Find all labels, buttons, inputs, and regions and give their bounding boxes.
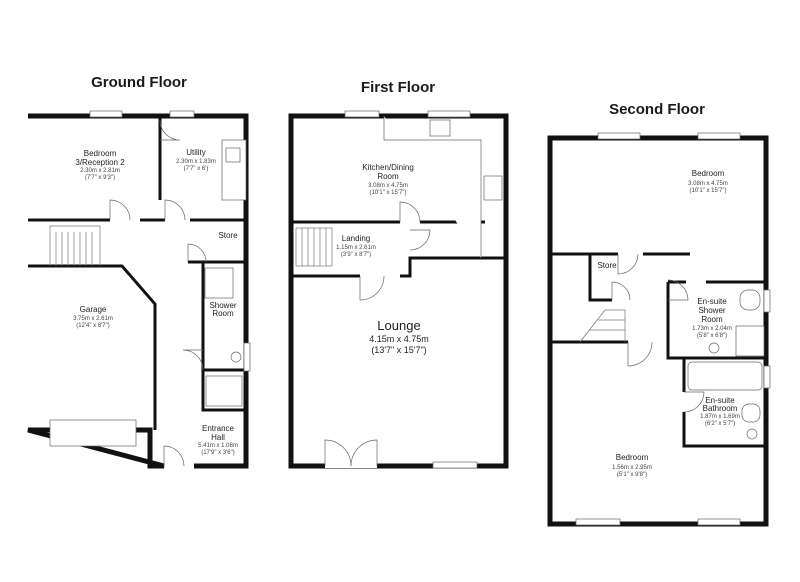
second-floor-outer-wall: [547, 135, 769, 527]
room-dimensions: 2.30m x 1.83m: [176, 159, 216, 165]
room-dimensions: 1.15m x 2.61m: [336, 245, 376, 251]
basin-icon: [746, 428, 758, 440]
first-floor: First Floor: [288, 79, 509, 469]
basin-icon: [230, 351, 242, 363]
room-dimensions: 5.41m x 1.08m: [198, 443, 238, 449]
first-floor-interior-walls: [291, 220, 506, 278]
room-name: 3/Reception 2: [75, 158, 125, 167]
window: [243, 342, 251, 372]
first-floor-outer-wall: [288, 113, 509, 469]
room-dimensions: 1.87m x 1.69m: [700, 414, 740, 420]
room-dimensions: 4.15m x 4.75m: [369, 334, 429, 344]
room-name: Store: [597, 261, 617, 270]
wc-icon: [741, 403, 761, 423]
room-name: Entrance: [202, 424, 235, 433]
room-dimensions: (5'1" x 9'8"): [617, 472, 647, 478]
window: [597, 132, 641, 140]
kitchen-worktop: [383, 116, 482, 258]
window: [763, 365, 771, 389]
room-name: Landing: [342, 234, 370, 243]
room-name: Shower: [698, 306, 725, 315]
room-name: En-suite: [705, 396, 735, 405]
room-name: Room: [377, 172, 399, 181]
room-dimensions: (10'1" x 15'7"): [690, 188, 727, 194]
garage-door: [49, 419, 137, 447]
room-dimensions: (12'4" x 8'7"): [76, 323, 110, 329]
window: [89, 110, 123, 118]
window: [697, 518, 741, 526]
wc-icon: [204, 267, 234, 299]
sink-icon: [429, 119, 451, 137]
room-dimensions: (6'2" x 5'7"): [705, 421, 735, 427]
room-dimensions: 3.08m x 4.75m: [368, 183, 408, 189]
shower-tray: [735, 325, 765, 357]
room-dimensions: (5'8" x 6'8"): [697, 333, 727, 339]
hob-icon: [483, 175, 503, 201]
room-dimensions: 1.56m x 2.95m: [612, 465, 652, 471]
second-floor-doors: [611, 253, 705, 413]
french-doors: [324, 439, 378, 468]
room-dimensions: 3.08m x 4.75m: [688, 181, 728, 187]
room-name: Hall: [211, 433, 225, 442]
room-dimensions: (13'7" x 15'7"): [371, 345, 426, 355]
room-name: Bedroom: [692, 169, 725, 178]
room-name: En-suite: [697, 297, 727, 306]
room-dimensions: (7'7" x 9'3"): [85, 175, 115, 181]
window: [427, 110, 471, 118]
window: [697, 132, 741, 140]
room-dimensions: 2.30m x 2.81m: [80, 168, 120, 174]
ground-floor-interior-walls: [28, 116, 246, 430]
bath-icon: [687, 361, 763, 391]
window: [344, 110, 380, 118]
second-floor-interior-walls: [550, 252, 766, 448]
room-name: Bedroom: [616, 453, 649, 462]
first-floor-doors: [359, 201, 431, 301]
room-name: Garage: [80, 305, 107, 314]
wc-icon: [739, 289, 761, 311]
second-floor-title: Second Floor: [609, 101, 705, 118]
basin-icon: [708, 342, 720, 354]
room-name: Kitchen/Dining: [362, 163, 414, 172]
window: [575, 518, 621, 526]
room-name: Shower: [209, 301, 236, 310]
room-dimensions: 3.75m x 2.61m: [73, 316, 113, 322]
ground-floor-doors: [109, 119, 207, 467]
stairs: [295, 227, 333, 267]
ground-floor: Ground Floor: [27, 74, 251, 469]
ground-floor-title: Ground Floor: [91, 74, 187, 91]
sink-icon: [225, 147, 241, 163]
room-name: Lounge: [377, 318, 420, 333]
shower-tray: [205, 375, 243, 407]
stairs: [49, 225, 101, 266]
first-floor-title: First Floor: [361, 79, 435, 96]
window: [763, 289, 771, 313]
room-dimensions: (3'9" x 8'7"): [341, 252, 371, 258]
room-dimensions: (17'9" x 3'6"): [201, 450, 235, 456]
room-name: Bedroom: [84, 149, 117, 158]
window: [169, 110, 195, 118]
room-dimensions: (10'1" x 15'7"): [370, 190, 407, 196]
room-dimensions: 1.73m x 2.04m: [692, 326, 732, 332]
room-name: Room: [212, 309, 234, 318]
room-name: Store: [218, 231, 238, 240]
window: [432, 461, 478, 469]
room-name: Bathroom: [703, 404, 738, 413]
stairs: [579, 309, 626, 343]
second-floor: Second Floor: [547, 101, 771, 527]
room-name: Utility: [186, 148, 206, 157]
room-dimensions: (7'7" x 6'): [184, 166, 209, 172]
room-name: Room: [701, 315, 723, 324]
